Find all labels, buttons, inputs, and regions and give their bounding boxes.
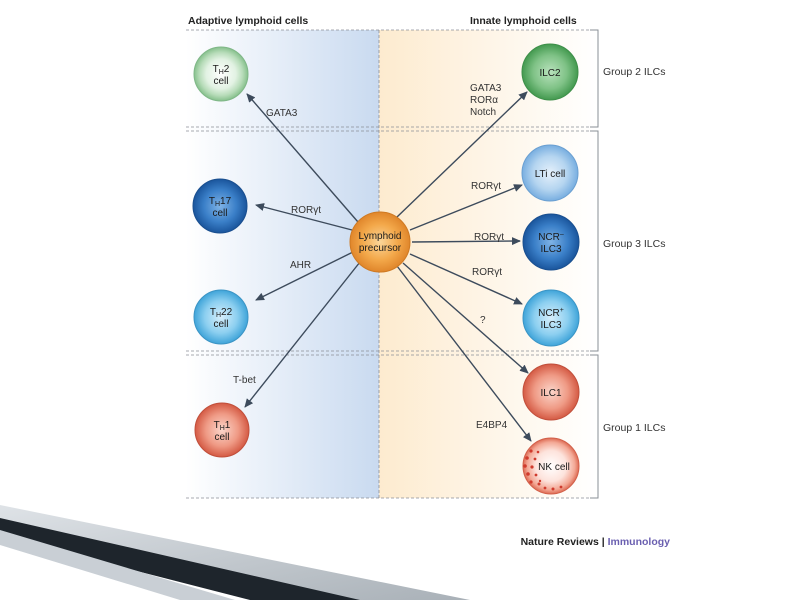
cell-th2: TH2 cell [193,46,249,102]
svg-text:TH22: TH22 [210,307,233,319]
group1-label: Group 1 ILCs [603,422,665,434]
factor-ilc2-3: Notch [470,107,496,118]
svg-text:TH1: TH1 [214,420,231,432]
arrow-th1 [244,261,361,408]
group2-label: Group 2 ILCs [603,66,665,78]
factor-ncr-pos: RORγt [472,267,502,278]
factor-th1: T-bet [233,375,256,386]
svg-text:ILC1: ILC1 [540,388,562,399]
cell-ncr-pos-ilc3: NCR+ ILC3 [522,289,580,347]
arrow-ncr-pos [409,253,523,305]
cell-th17: TH17 cell [192,178,248,234]
svg-text:TH2: TH2 [213,64,230,76]
decorative-stripe [0,505,470,600]
arrow-th2 [246,93,359,223]
svg-text:ILC3: ILC3 [540,320,562,331]
innate-header: Innate lymphoid cells [470,15,577,27]
arrow-th17 [255,203,353,231]
cell-ncr-neg-ilc3: NCR– ILC3 [522,213,580,271]
group-separators [186,29,598,499]
svg-text:NCR–: NCR– [538,231,564,243]
group-brackets [590,29,599,499]
factor-lti: RORγt [471,181,501,192]
arrow-ncr-neg [411,237,521,246]
factor-ncr-neg: RORγt [474,232,504,243]
arrow-ilc2 [396,91,528,218]
factor-th22: AHR [290,260,311,271]
svg-text:ILC3: ILC3 [540,244,562,255]
svg-text:cell: cell [213,76,228,87]
svg-text:LTi cell: LTi cell [535,169,566,180]
factor-nk: E4BP4 [476,420,508,431]
arrow-nk [396,265,532,442]
cell-th1: TH1 cell [194,402,250,458]
lymphoid-precursor: Lymphoid precursor [349,211,411,273]
svg-text:cell: cell [214,432,229,443]
svg-text:NK cell: NK cell [538,462,570,473]
adaptive-header: Adaptive lymphoid cells [188,15,308,27]
factor-ilc2-2: RORα [470,95,498,106]
nk-granules [523,449,563,491]
svg-text:NCR+: NCR+ [538,307,564,319]
svg-text:precursor: precursor [359,243,402,254]
svg-text:Lymphoid: Lymphoid [359,231,402,242]
arrow-lti [409,184,523,231]
factor-ilc1: ? [480,315,486,326]
group3-label: Group 3 ILCs [603,238,665,250]
svg-text:TH17: TH17 [209,196,232,208]
svg-text:cell: cell [212,208,227,219]
cell-nk: NK cell [522,437,580,495]
arrow-ilc1 [402,262,529,374]
svg-text:ILC2: ILC2 [539,68,561,79]
journal-credit: Nature Reviews | Immunology [521,536,671,548]
factor-th17: RORγt [291,205,321,216]
cell-ilc1: ILC1 [522,363,580,421]
cell-ilc2: ILC2 [521,43,579,101]
cell-lti: LTi cell [521,144,579,202]
arrow-th22 [255,251,354,301]
factor-ilc2-1: GATA3 [470,83,502,94]
arrows [244,91,532,442]
svg-text:cell: cell [213,319,228,330]
factor-th2: GATA3 [266,108,298,119]
cell-th22: TH22 cell [193,289,249,345]
